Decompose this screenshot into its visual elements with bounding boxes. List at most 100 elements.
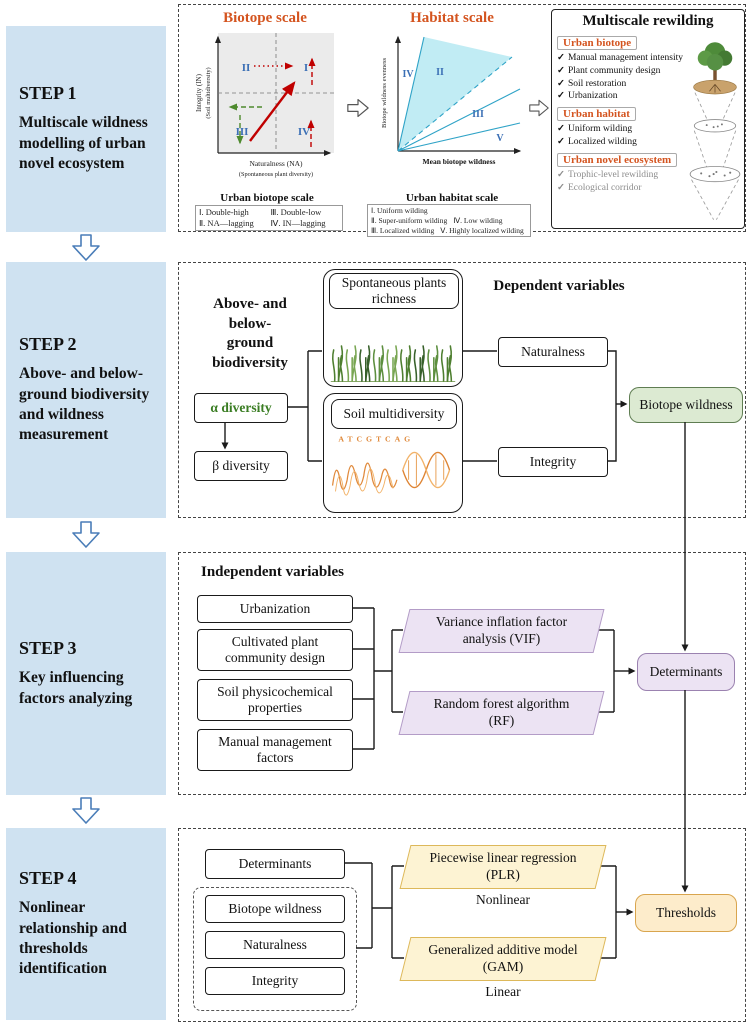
alpha-diversity-box: α diversity	[194, 393, 288, 423]
scale-funnel-lines	[691, 92, 739, 220]
factor-box-urbanization: Urbanization	[197, 595, 353, 623]
rewilding-item: ✓Trophic-level rewilding	[557, 169, 685, 182]
panel-step2: Above- and below- ground biodiversity De…	[178, 262, 746, 518]
step-4-title: STEP 4	[19, 868, 77, 889]
check-icon: ✓	[557, 124, 565, 135]
habitat-legend-item: Ⅱ. Super-uniform wilding	[371, 215, 448, 225]
dna-helix	[402, 451, 451, 489]
habitat-axes	[395, 35, 522, 154]
habitat-y-label: Biotope wildness evenness	[381, 58, 388, 129]
biotope-axes	[215, 35, 332, 156]
rewilding-title: Multiscale rewilding	[582, 13, 714, 29]
step-1-desc: Multiscale wildness modelling of urban n…	[19, 114, 148, 173]
spontaneous-plants-box: Spontaneous plants richness	[329, 273, 459, 309]
habitat-legend-item: Ⅲ. Localized wilding	[371, 225, 435, 235]
biotope-quadrant-lines	[218, 33, 334, 153]
habitat-caption: Urban habitat scale	[405, 192, 499, 204]
step-arrow-down-2	[72, 521, 100, 548]
rewilding-item: ✓Urbanization	[557, 90, 685, 103]
panel-step4: Determinants Biotope wildness Naturalnes…	[178, 828, 746, 1022]
step-3-desc: Key influencing factors analyzing	[19, 669, 133, 707]
rewilding-item-label: Urbanization	[567, 91, 618, 102]
biotope-x-label: Naturalness (NA)	[249, 159, 303, 168]
rf-label: Random forest algorithm (RF)	[433, 696, 570, 728]
biotope-caption: Urban biotope scale	[220, 192, 314, 204]
habitat-region-labels: IV II III V	[402, 67, 504, 144]
vif-label: Variance inflation factor analysis (VIF)	[435, 614, 568, 646]
step-4-desc: Nonlinear relationship and thresholds id…	[19, 899, 127, 978]
multiscale-rewilding-box: Multiscale rewilding Urban biotope ✓Manu…	[551, 9, 745, 229]
step-2-title: STEP 2	[19, 334, 77, 355]
integrity-box: Integrity	[498, 447, 608, 477]
habitat-legend: Ⅰ. Uniform wilding Ⅱ. Super-uniform wild…	[367, 204, 531, 238]
habitat-boundary-lines	[397, 36, 521, 152]
ecosystem-ellipse-illustration	[689, 166, 741, 183]
rewilding-section-heading: Urban novel ecosystem	[557, 152, 678, 167]
heading-line: ground	[226, 335, 274, 351]
heading-line: below-	[228, 315, 272, 332]
quadrant-I-label: I	[304, 62, 308, 74]
check-icon: ✓	[557, 65, 565, 76]
region-III-label: III	[472, 109, 484, 120]
rewilding-item: ✓Plant community design	[557, 65, 685, 78]
step-3-title: STEP 3	[19, 638, 77, 659]
gam-label: Generalized additive model (GAM)	[428, 942, 578, 974]
plants-illustration	[330, 345, 456, 383]
region-V-label: V	[496, 133, 504, 144]
step-4-box: STEP 4 Nonlinear relationship and thresh…	[6, 828, 166, 1020]
step-3-box: STEP 3 Key influencing factors analyzing	[6, 552, 166, 795]
habitat-x-label: Mean biotope wildness	[423, 157, 496, 166]
step-1-title: STEP 1	[19, 83, 77, 104]
rewilding-item-label: Plant community design	[567, 65, 661, 76]
region-IV-label: IV	[402, 69, 414, 80]
sequencing-trace	[331, 462, 398, 496]
scale-arrow-right-icon	[347, 98, 369, 118]
quadrant-IV-label: IV	[298, 126, 310, 138]
biotope-legend-item: Ⅲ. Double-low	[270, 207, 322, 217]
rewilding-section-heading: Urban habitat	[557, 107, 636, 122]
biotope-scale-chart: II I III IV Integrity (IN) (Soil multidi…	[195, 33, 334, 178]
quadrant-III-label: III	[236, 126, 249, 138]
integrity-input-box: Integrity	[205, 967, 345, 995]
panel-step3: Independent variables Urbanization Culti…	[178, 552, 746, 795]
factor-box-cultivated-plant: Cultivated plant community design	[197, 629, 353, 671]
rewilding-item-label: Trophic-level rewilding	[567, 169, 659, 180]
region-II-label: II	[436, 67, 444, 78]
rewilding-item-label: Manual management intensity	[567, 53, 683, 63]
habitat-ellipse-illustration	[693, 119, 737, 133]
step-arrow-down-3	[72, 797, 100, 824]
check-icon: ✓	[557, 53, 565, 63]
habitat-scale-chart: IV II III V Biotope wildness evenness Me…	[381, 35, 522, 166]
step-2-desc: Above- and below-ground biodiversity and…	[19, 365, 150, 444]
above-below-heading: Above- and below- ground biodiversity	[189, 295, 311, 373]
rewilding-item-label: Uniform wilding	[567, 124, 633, 135]
soil-multidiversity-box: Soil multidiversity	[331, 399, 457, 429]
check-icon: ✓	[557, 169, 565, 180]
plr-label: Piecewise linear regression (PLR)	[429, 850, 577, 882]
dependent-variables-label: Dependent variables	[493, 278, 625, 294]
heading-line: biodiversity	[212, 354, 288, 371]
rewilding-arrow-right-icon	[529, 99, 549, 117]
biotope-red-arrows	[249, 57, 316, 147]
biotope-quadrant-labels: II I III IV	[236, 62, 311, 138]
panel-step1: Biotope scale II I III IV	[178, 4, 746, 238]
biotope-legend-item: Ⅳ. IN—lagging	[270, 218, 326, 229]
dna-illustration: ATCGTCAG	[331, 435, 451, 496]
biotope-legend: Ⅰ. Double-high Ⅲ. Double-low Ⅱ. NA—laggi…	[195, 205, 343, 232]
independent-variables-label: Independent variables	[201, 564, 344, 580]
rf-model-box: Random forest algorithm (RF)	[404, 691, 599, 735]
habitat-legend-item: Ⅳ. Low wilding	[453, 215, 503, 225]
biotope-y-label: Integrity (IN)	[195, 73, 203, 112]
check-icon: ✓	[557, 137, 565, 148]
habitat-legend-item: Ⅰ. Uniform wilding	[371, 206, 428, 215]
biotope-x-sublabel: (Spontaneous plant diversity)	[239, 171, 313, 178]
step-1-box: STEP 1 Multiscale wildness modelling of …	[6, 26, 166, 232]
rewilding-item: ✓Soil restoration	[557, 78, 685, 91]
biotope-legend-item: Ⅰ. Double-high	[199, 207, 249, 217]
biotope-axis-labels: Integrity (IN) (Soil multidiversity) Nat…	[195, 67, 313, 178]
rewilding-item-label: Localized wilding	[567, 137, 637, 148]
heading-line: Above- and	[213, 296, 287, 312]
rewilding-section-heading: Urban biotope	[557, 36, 638, 50]
step-2-box: STEP 2 Above- and below-ground biodivers…	[6, 262, 166, 518]
